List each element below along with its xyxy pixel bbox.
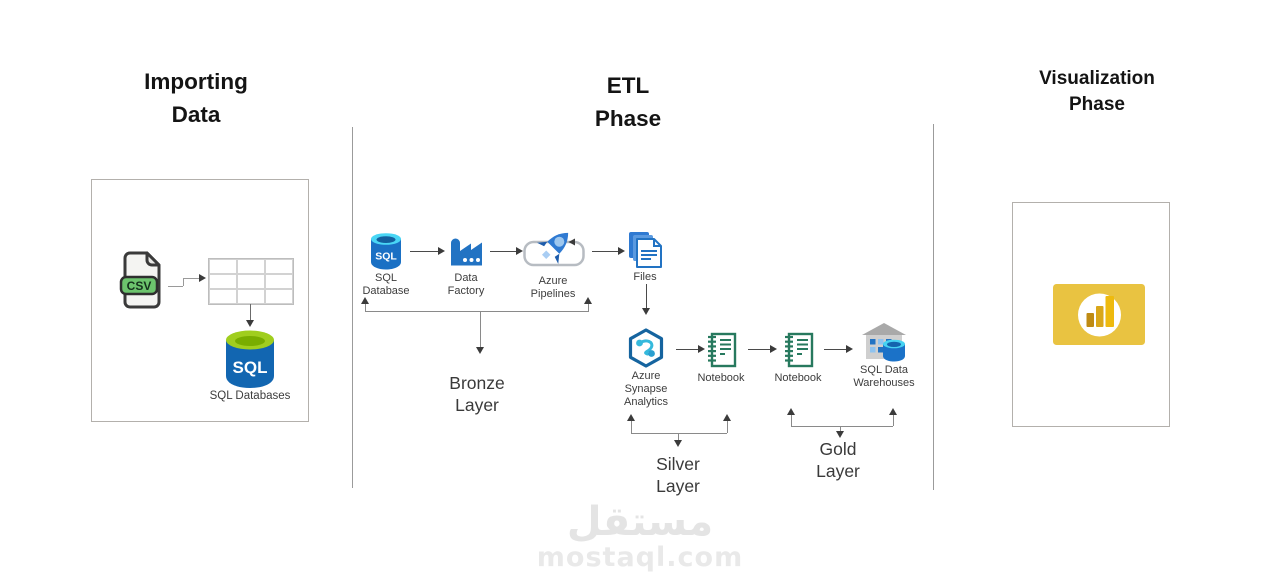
csv-badge-label: CSV xyxy=(127,279,152,293)
table-cell xyxy=(209,289,237,304)
azure-pipelines-icon xyxy=(523,232,585,267)
bronze-layer-label: Bronze Layer xyxy=(449,373,505,415)
divider-etl-visualization xyxy=(933,124,934,490)
table-cell xyxy=(265,289,293,304)
node-label-data-factory: Data Factory xyxy=(447,272,485,297)
gold-bracket-line xyxy=(893,415,894,426)
arrow-notebook1-to-notebook2 xyxy=(748,349,770,350)
table-cell xyxy=(237,274,265,289)
arrow-pipelines-to-files-head xyxy=(618,247,625,255)
table-cell xyxy=(209,274,237,289)
node-label-files: Files xyxy=(633,271,657,283)
silver-bracket-line xyxy=(631,433,727,434)
etl-phase-title: ETL Phase xyxy=(594,73,662,131)
watermark-arabic: مستقل xyxy=(566,499,714,545)
silver-bracket-line xyxy=(727,421,728,433)
table-cell xyxy=(265,274,293,289)
table-cell xyxy=(237,289,265,304)
gold-layer-label: Gold Layer xyxy=(816,439,860,481)
bronze-bracket-arrowhead-down xyxy=(476,347,484,354)
table-cell xyxy=(265,259,293,274)
visualization-phase-title: Visualization Phase xyxy=(1039,68,1155,115)
silver-bracket-line xyxy=(631,421,632,433)
arrow-notebook1-to-notebook2-head xyxy=(770,345,777,353)
arrow-notebook2-to-warehouse xyxy=(824,349,846,350)
watermark-latin: mostaql.com xyxy=(536,542,744,573)
arrow-synapse-to-notebook1-head xyxy=(698,345,705,353)
bronze-bracket-arrowhead-right xyxy=(584,297,592,304)
power-bi-icon xyxy=(1053,284,1145,345)
node-label-notebook-1: Notebook xyxy=(697,372,745,384)
bronze-bracket-arrowhead-left xyxy=(361,297,369,304)
csv-file-icon: CSV xyxy=(119,251,161,309)
importing-phase-title: Importing Data xyxy=(144,69,248,127)
node-label-azure-synapse: Azure Synapse Analytics xyxy=(623,370,669,408)
table-icon xyxy=(208,258,294,305)
bronze-bracket-line xyxy=(365,304,366,311)
gold-bracket-stem xyxy=(840,426,841,431)
node-label-notebook-2: Notebook xyxy=(774,372,822,384)
arrow-notebook2-to-warehouse-head xyxy=(846,345,853,353)
data-factory-icon xyxy=(451,238,482,266)
table-cell xyxy=(237,259,265,274)
csv-to-table-connector xyxy=(168,286,183,287)
gold-bracket-line xyxy=(791,426,893,427)
azure-sql-label: SQL xyxy=(375,251,397,263)
bronze-bracket-line xyxy=(588,304,589,311)
arrow-sqldb-to-factory-head xyxy=(438,247,445,255)
notebook-icon xyxy=(708,332,737,368)
arrow-factory-to-pipelines xyxy=(490,251,516,252)
table-cell xyxy=(209,259,237,274)
gold-bracket-arrowhead-left xyxy=(787,408,795,415)
arrow-files-to-synapse xyxy=(646,284,647,308)
sql-cylinder-label: SQL xyxy=(233,358,268,377)
silver-bracket-arrowhead-down xyxy=(674,440,682,447)
csv-to-table-connector xyxy=(183,278,184,286)
csv-to-table-connector xyxy=(183,278,199,279)
silver-layer-label: Silver Layer xyxy=(656,454,700,496)
sql-data-warehouses-icon xyxy=(862,323,906,362)
azure-sql-database-icon: SQL xyxy=(371,233,401,270)
arrow-factory-to-pipelines-head xyxy=(516,247,523,255)
csv-to-table-arrowhead xyxy=(199,274,206,282)
node-label-sql-database: SQL Database xyxy=(362,272,410,297)
notebook-icon xyxy=(785,332,814,368)
node-label-azure-pipelines: Azure Pipelines xyxy=(530,275,576,300)
bronze-bracket-stem xyxy=(480,311,481,347)
gold-bracket-arrowhead-right xyxy=(889,408,897,415)
files-icon xyxy=(629,232,662,268)
azure-synapse-analytics-icon xyxy=(628,328,664,368)
silver-bracket-stem xyxy=(678,433,679,440)
silver-bracket-arrowhead-left xyxy=(627,414,635,421)
arrow-sqldb-to-factory xyxy=(410,251,438,252)
arrow-pipelines-to-files xyxy=(592,251,618,252)
gold-bracket-arrowhead-down xyxy=(836,431,844,438)
arrow-synapse-to-notebook1 xyxy=(676,349,698,350)
table-to-sql-arrowhead xyxy=(246,320,254,327)
arrow-files-to-synapse-head xyxy=(642,308,650,315)
table-to-sql-connector xyxy=(250,304,251,320)
divider-importing-etl xyxy=(352,127,353,488)
sql-databases-label: SQL Databases xyxy=(209,390,291,402)
bronze-bracket-line xyxy=(365,311,589,312)
gold-bracket-line xyxy=(791,415,792,426)
silver-bracket-arrowhead-right xyxy=(723,414,731,421)
node-label-sql-data-warehouses: SQL Data Warehouses xyxy=(853,364,915,389)
sql-databases-icon: SQL xyxy=(226,330,274,388)
